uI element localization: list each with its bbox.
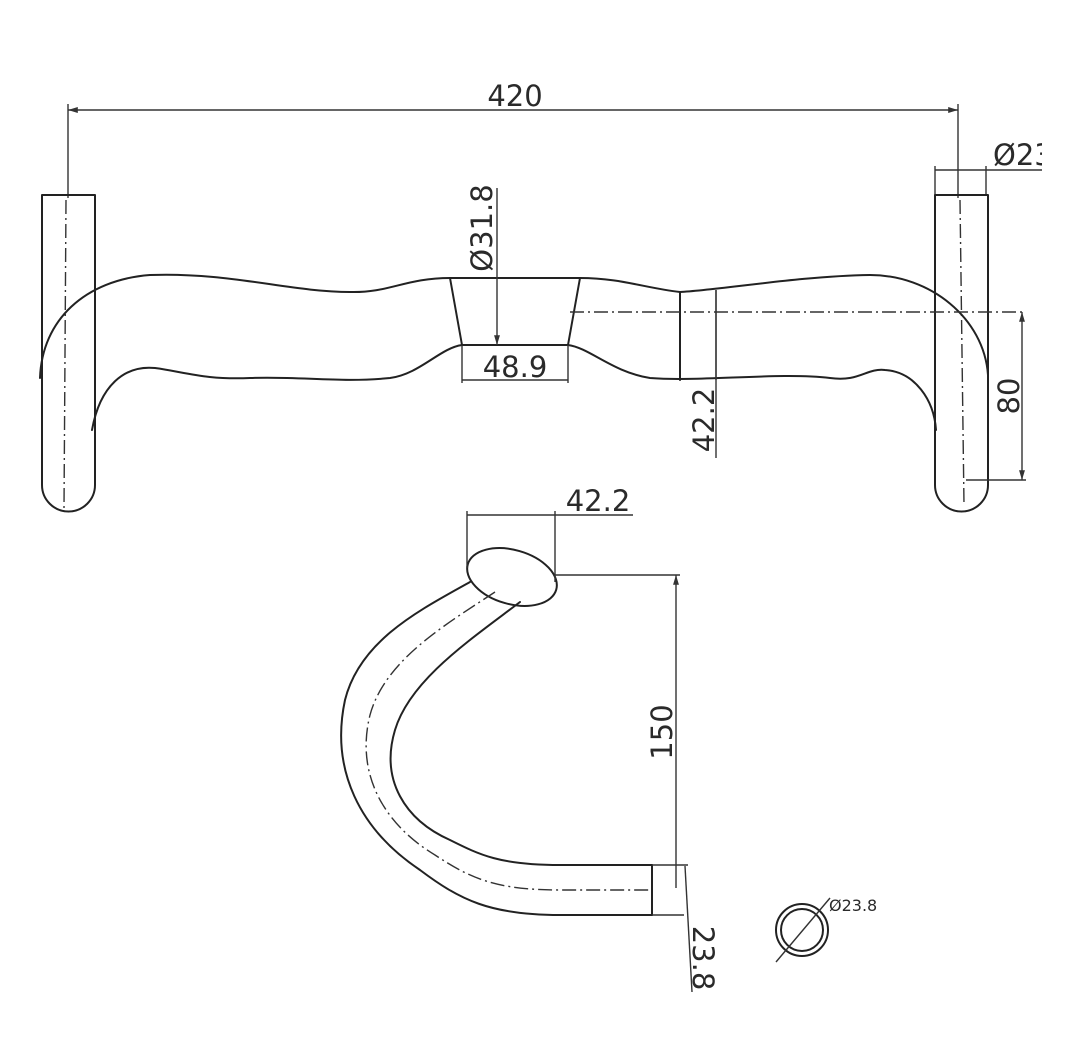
drop-inner-edge bbox=[389, 601, 653, 866]
tube-diameter-dimension-line bbox=[684, 865, 693, 993]
tube-section-outer bbox=[775, 903, 829, 957]
drop-offset-label: 80 bbox=[992, 378, 1026, 415]
drop-centerline bbox=[365, 591, 652, 891]
drop-label: 150 bbox=[645, 704, 679, 759]
side-view: 42.2 150 23.8 Ø23.8 bbox=[340, 484, 877, 993]
bar-height-label: 42.2 bbox=[687, 388, 721, 453]
drop-outer-edge bbox=[340, 581, 653, 916]
front-view: 420 Ø23 Ø31.8 48.9 bbox=[39, 79, 1053, 513]
clamp-diameter-label: Ø31.8 bbox=[465, 184, 499, 271]
right-drop-centerline bbox=[959, 199, 965, 506]
left-drop-centerline bbox=[63, 199, 67, 509]
reach-label: 42.2 bbox=[566, 484, 631, 518]
drawing-area: 420 Ø23 Ø31.8 48.9 bbox=[39, 79, 1053, 993]
tube-diameter-label: 23.8 bbox=[686, 926, 720, 991]
tube-section-diameter-label: Ø23.8 bbox=[829, 896, 877, 915]
clamp-left-side bbox=[449, 277, 463, 346]
bar-lower-edge bbox=[91, 344, 937, 431]
end-diameter-label: Ø23 bbox=[993, 138, 1053, 172]
left-drop-end bbox=[41, 194, 96, 513]
tube-section-leader bbox=[775, 897, 831, 963]
overall-width-label: 420 bbox=[487, 79, 542, 113]
tube-section-inner bbox=[780, 908, 824, 952]
clamp-width-label: 48.9 bbox=[483, 350, 548, 384]
right-drop-end bbox=[934, 194, 989, 513]
tube-top-section bbox=[466, 547, 558, 607]
